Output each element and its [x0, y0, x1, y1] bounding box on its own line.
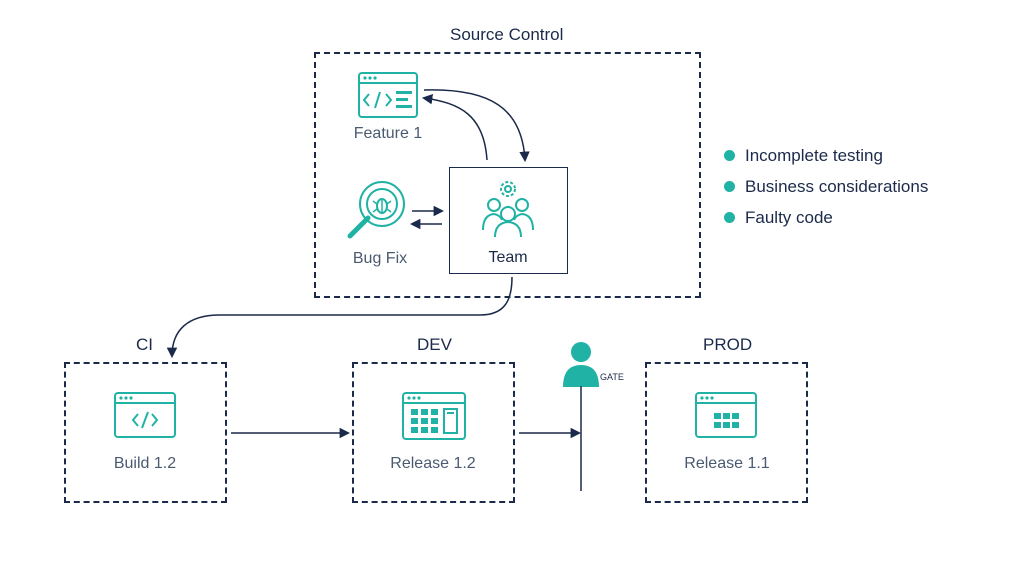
arrow-team-to-ci [166, 276, 513, 359]
legend-bullet-icon [724, 150, 735, 161]
prod-app-grid-window-icon [695, 392, 757, 438]
legend: Incomplete testing Business consideratio… [724, 140, 928, 233]
legend-bullet-icon [724, 212, 735, 223]
arrow-feature-to-team [423, 89, 530, 163]
stage-box-ci [64, 362, 227, 503]
team-label: Team [488, 249, 528, 266]
feature-code-window-icon [358, 72, 418, 118]
team-gear-icon [482, 181, 534, 238]
legend-item: Faulty code [724, 202, 928, 233]
ci-label: Build 1.2 [113, 455, 177, 472]
bug-magnifier-icon [347, 181, 405, 239]
legend-text: Business considerations [745, 176, 929, 196]
legend-item: Incomplete testing [724, 140, 928, 171]
arrow-team-to-feature [421, 93, 488, 161]
legend-bullet-icon [724, 181, 735, 192]
legend-text: Faulty code [745, 207, 833, 227]
prod-label: Release 1.1 [684, 455, 770, 472]
gate-person-icon [563, 342, 599, 387]
legend-item: Business considerations [724, 171, 928, 202]
stage-title-dev: DEV [417, 335, 452, 354]
stage-title-ci: CI [136, 335, 153, 354]
dev-app-grid-window-icon [402, 392, 466, 440]
legend-text: Incomplete testing [745, 145, 883, 165]
source-control-box [314, 52, 701, 298]
dev-label: Release 1.2 [390, 455, 476, 472]
bugfix-label: Bug Fix [352, 250, 408, 267]
feature-label: Feature 1 [353, 125, 423, 142]
ci-code-window-icon [114, 392, 176, 438]
source-control-title: Source Control [450, 25, 564, 44]
stage-box-prod [645, 362, 808, 503]
stage-title-prod: PROD [703, 335, 753, 354]
gate-label: GATE [600, 372, 624, 382]
stage-box-dev [352, 362, 515, 503]
